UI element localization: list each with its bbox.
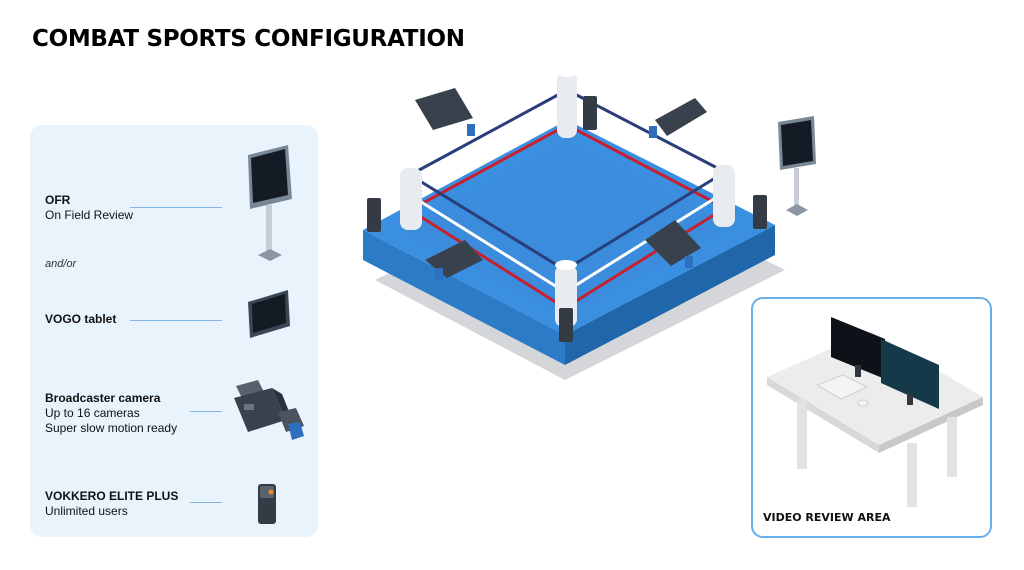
legend-tablet: VOGO tablet [45, 312, 116, 327]
legend-ofr: OFR On Field Review [45, 193, 133, 223]
legend-camera: Broadcaster camera Up to 16 cameras Supe… [45, 391, 177, 436]
legend-vokkero-desc: Unlimited users [45, 504, 128, 518]
connector-ofr [130, 207, 222, 208]
legend-tablet-name: VOGO tablet [45, 312, 117, 326]
monitor-on-stand-icon [240, 143, 300, 268]
radio-device-icon [252, 478, 280, 528]
page-title: COMBAT SPORTS CONFIGURATION [32, 26, 465, 52]
ofr-monitor-illustration [772, 114, 822, 224]
video-review-area: VIDEO REVIEW AREA [751, 297, 992, 538]
connector-vokkero [190, 502, 222, 503]
legend-vokkero-name: VOKKERO ELITE PLUS [45, 489, 179, 503]
legend-ofr-desc: On Field Review [45, 208, 134, 222]
legend-camera-desc1: Up to 16 cameras [45, 406, 140, 420]
legend-ofr-name: OFR [45, 193, 71, 207]
connector-tablet [130, 320, 222, 321]
tablet-icon [244, 288, 294, 343]
legend-camera-desc2: Super slow motion ready [45, 421, 178, 435]
legend-vokkero: VOKKERO ELITE PLUS Unlimited users [45, 489, 178, 519]
connector-camera [190, 411, 222, 412]
legend-andor: and/or [45, 258, 77, 270]
legend-camera-name: Broadcaster camera [45, 391, 161, 405]
desk-with-monitors-icon [761, 313, 986, 513]
broadcast-camera-icon [230, 378, 310, 448]
review-area-label: VIDEO REVIEW AREA [763, 511, 891, 524]
boxing-ring-illustration [355, 60, 815, 400]
